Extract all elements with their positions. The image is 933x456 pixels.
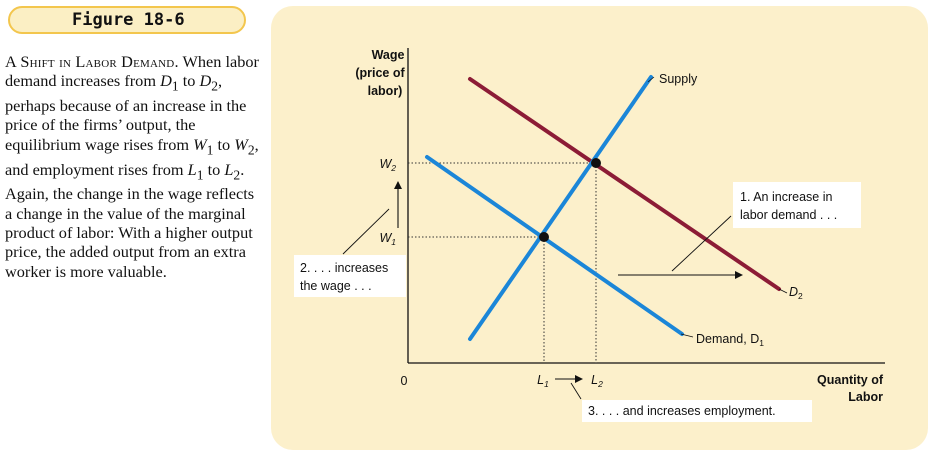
caption-sub: 2	[211, 78, 218, 94]
caption-text: When labor demand increases from	[5, 52, 259, 91]
annotation-3-box	[582, 400, 812, 422]
annotation-2-leader	[342, 208, 390, 255]
demand-d2-label: D2	[789, 285, 803, 301]
supply-label: Supply	[659, 72, 698, 86]
y-axis-label-line-3: labor)	[368, 84, 403, 98]
demand-d1-curve	[425, 155, 684, 336]
figure-label: Figure 18-6	[8, 6, 246, 34]
equilibrium-point-2	[591, 158, 601, 168]
caption-var: D	[160, 71, 172, 91]
demand-d2-curve	[468, 77, 781, 291]
demand-d1-label-leader	[680, 333, 694, 338]
supply-label-leader	[647, 76, 655, 83]
x-tick-l1: L1	[537, 373, 549, 389]
caption-sub: 2	[233, 166, 241, 182]
annotation-3-leader	[570, 382, 582, 400]
y-tick-w1: W1	[379, 231, 396, 247]
demand-d1-label: Demand, D1	[696, 332, 764, 348]
y-axis-label-line-1: Wage	[372, 48, 405, 62]
x-axis-label-line-2: Labor	[848, 390, 883, 404]
caption-sub: 1	[171, 78, 179, 94]
caption-sub: 2	[247, 142, 255, 158]
caption-var: W	[234, 134, 248, 154]
annotation-3-line-1: 3. . . . and increases employment.	[588, 404, 776, 418]
x-tick-l2: L2	[591, 373, 603, 389]
supply-curve	[468, 75, 653, 341]
equilibrium-point-1	[539, 232, 549, 242]
annotation-1-box	[733, 182, 861, 228]
annotation-2-line-2: the wage . . .	[300, 279, 372, 293]
y-tick-w2: W2	[379, 157, 396, 173]
x-axis-label-line-1: Quantity of	[817, 373, 884, 387]
caption-sub: 1	[206, 142, 214, 158]
caption-text: . Again, the change in the wage reflects…	[5, 159, 255, 281]
caption-title: A Shift in Labor Demand.	[5, 52, 179, 71]
annotation-1-leader	[671, 215, 732, 272]
figure-caption: A Shift in Labor Demand. When labor dema…	[5, 52, 263, 281]
caption-text: , and employment rises from	[5, 134, 259, 179]
caption-var: L	[224, 159, 234, 179]
origin-label: 0	[401, 374, 408, 388]
caption-text: to	[203, 159, 225, 179]
caption-var: W	[193, 134, 207, 154]
caption-text: , perhaps because of an increase in the …	[5, 71, 247, 154]
caption-text: to	[213, 134, 235, 154]
demand-d2-label-leader	[778, 288, 788, 294]
y-axis-label-line-2: (price of	[355, 66, 405, 80]
caption-var: L	[187, 159, 197, 179]
caption-sub: 1	[196, 166, 204, 182]
annotation-1-line-1: 1. An increase in	[740, 190, 832, 204]
annotation-2-line-1: 2. . . . increases	[300, 261, 388, 275]
caption-var: D	[199, 71, 212, 91]
annotation-2-box	[294, 255, 406, 297]
caption-text: to	[178, 71, 200, 91]
annotation-1-line-2: labor demand . . .	[740, 208, 837, 222]
